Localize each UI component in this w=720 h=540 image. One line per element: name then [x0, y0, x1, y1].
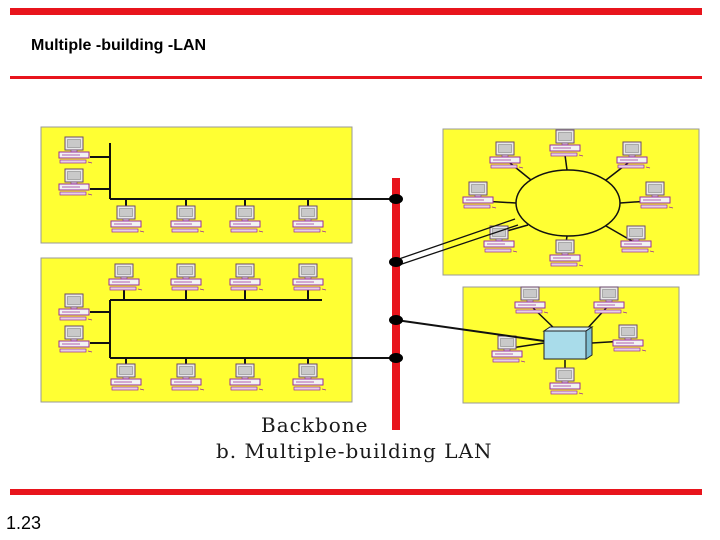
- connector-icon: [389, 194, 403, 363]
- slide-number: 1.23: [6, 513, 42, 533]
- title-underline: [10, 76, 702, 79]
- hub-icon: [542, 326, 594, 360]
- backbone-label: Backbone: [261, 413, 369, 437]
- slide-title: Multiple -building -LAN: [31, 37, 207, 54]
- backbone-links: [395, 218, 545, 342]
- bottom-accent-bar: [10, 489, 702, 495]
- diagram-caption: b. Multiple-building LAN: [216, 439, 492, 463]
- top-accent-bar: [10, 8, 702, 15]
- bus-segment-bottom-left: [90, 290, 396, 368]
